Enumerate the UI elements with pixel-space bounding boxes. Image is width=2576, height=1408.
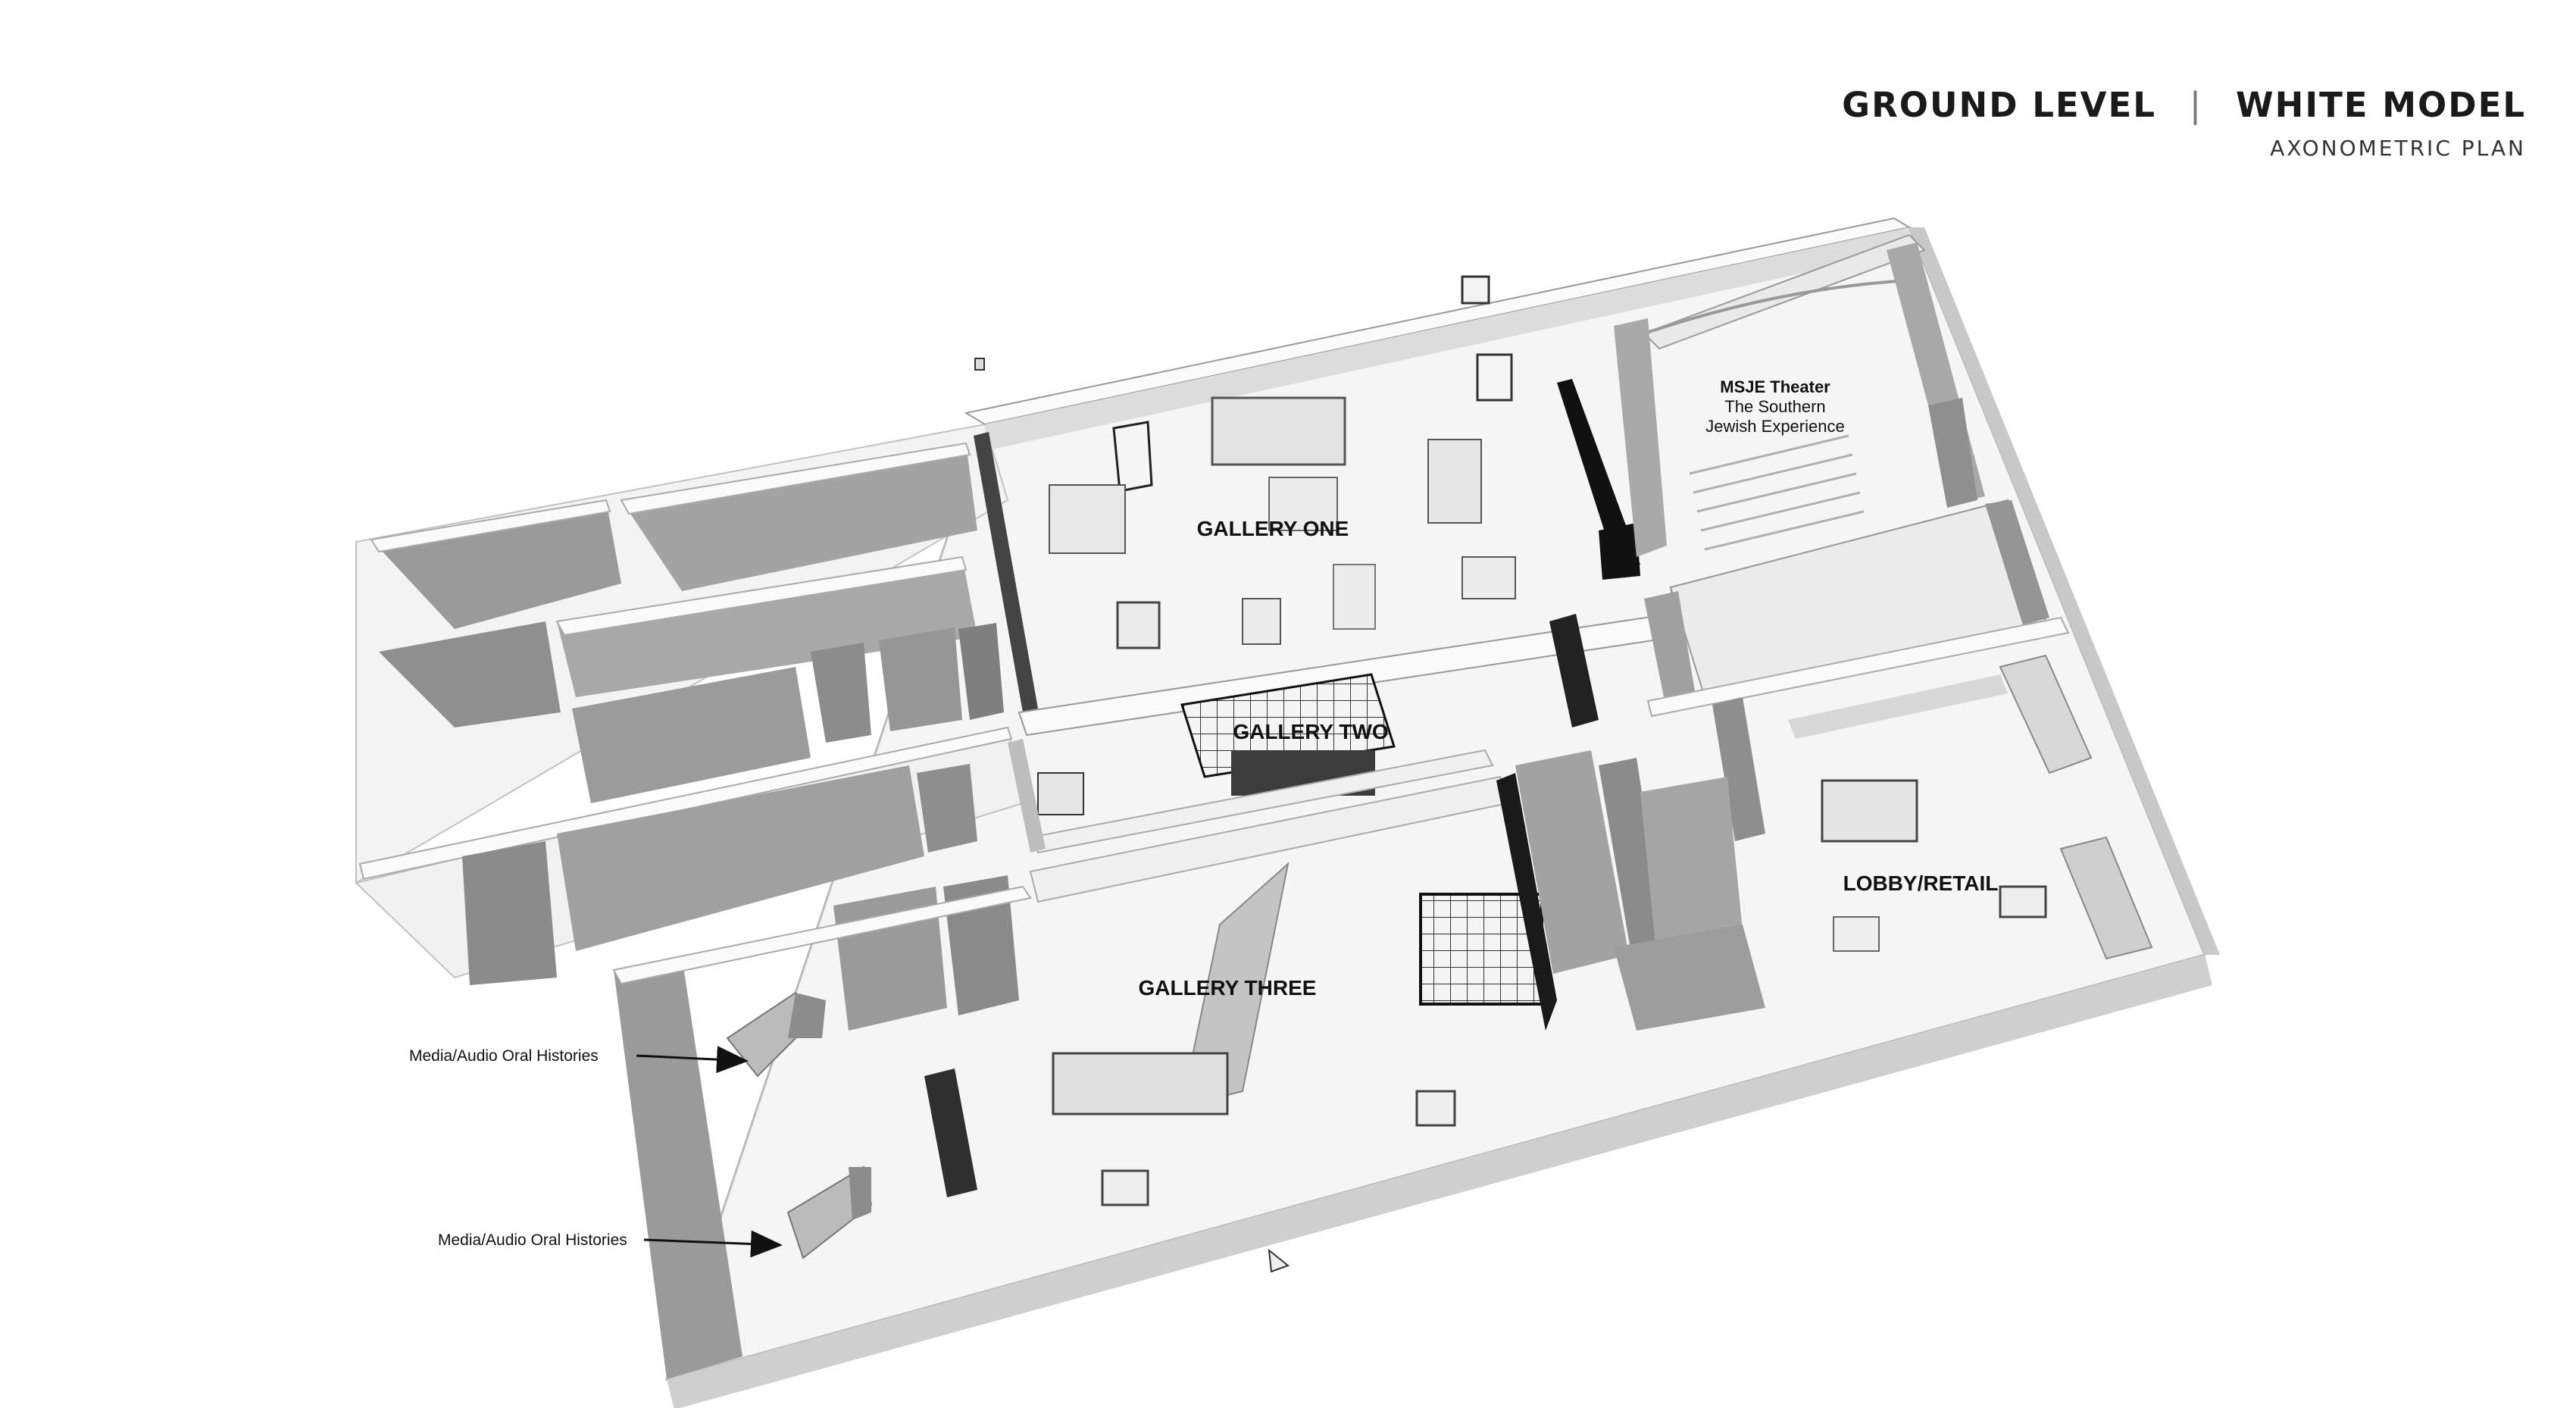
black-partition [1496,773,1557,1031]
title-separator: | [2189,85,2203,125]
annotation-upper: Media/Audio Oral Histories [409,1046,749,1074]
exhibit-table [1049,484,1126,554]
pedestal [1415,1090,1456,1127]
label-theater-line1: The Southern [1724,397,1825,416]
gallery-one-west-wall [974,432,1038,712]
gallery-three-partition [1180,862,1290,1108]
theater-black-wall [1557,379,1640,572]
title-block: GROUND LEVEL | WHITE MODEL AXONOMETRIC PLA… [1842,85,2526,161]
media-annotation-lower: Media/Audio Oral Histories [438,1231,627,1249]
retail-counter [1821,779,1918,843]
annotation-lower: Media/Audio Oral Histories [438,1230,783,1258]
label-gallery-three: GALLERY THREE [1139,976,1317,1000]
media-screen [924,1069,977,1197]
left-wing-walls [358,442,1019,1031]
arrow-upper [636,1046,749,1074]
floor-grid-display [1419,893,1543,1006]
display-case [1476,353,1513,402]
label-lobby-retail: LOBBY/RETAIL [1843,871,1999,895]
label-theater-title: MSJE Theater [1720,377,1830,396]
label-gallery-one: GALLERY ONE [1197,517,1349,540]
exhibit-platform [1268,477,1338,531]
lobby-retail [1515,499,2153,1031]
model-title: WHITE MODEL [2236,85,2526,125]
gallery-two-dark-panel [1549,614,1599,727]
bench [1101,1169,1149,1206]
gallery-three-walls [612,773,1557,1379]
media-annotation-upper: Media/Audio Oral Histories [409,1047,599,1065]
plan-title: GROUND LEVEL | WHITE MODEL [1842,85,2526,125]
arrow-lower [643,1230,783,1258]
label-theater-line2: Jewish Experience [1705,417,1844,436]
gallery-two [1008,673,1494,854]
north-wall [964,217,1912,466]
label-gallery-two: GALLERY TWO [1233,720,1388,743]
site-markers [974,275,1490,1273]
vitrine [1112,421,1153,493]
exhibit-box [1116,601,1161,649]
theater [1614,233,1985,557]
plan-subtitle: AXONOMETRIC PLAN [2270,136,2526,161]
display-cabinet [1211,396,1346,466]
level-title: GROUND LEVEL [1842,85,2156,125]
exhibit-case-gallery-three [1052,1052,1229,1115]
